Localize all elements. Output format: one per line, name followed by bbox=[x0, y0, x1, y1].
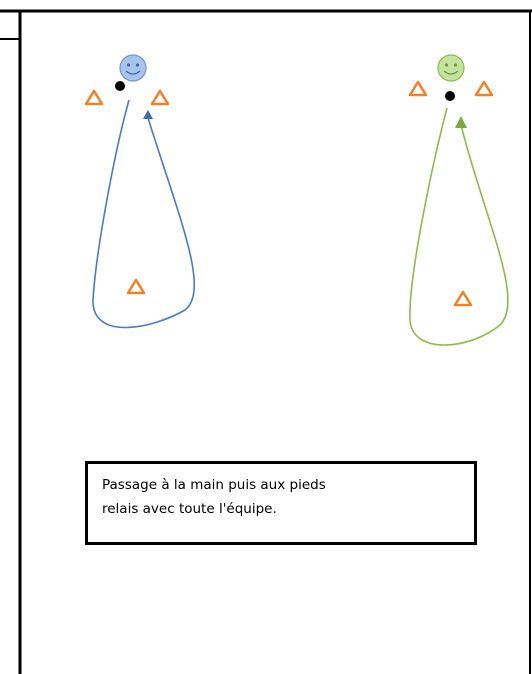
right-cone-icon-3 bbox=[453, 290, 473, 307]
left-ball-icon bbox=[115, 81, 125, 91]
page-frame bbox=[0, 9, 532, 674]
right-cone-icon-1 bbox=[408, 80, 428, 97]
right-cone-icon-2 bbox=[474, 80, 494, 97]
right-ball-icon bbox=[445, 91, 455, 101]
right-arrowhead-icon bbox=[455, 116, 467, 128]
left-team-group bbox=[84, 54, 196, 329]
left-arrowhead-icon bbox=[143, 110, 153, 119]
note-line-1: Passage à la main puis aux pieds bbox=[102, 477, 326, 493]
right-team-group bbox=[408, 54, 509, 346]
instruction-note: Passage à la main puis aux pieds relais … bbox=[85, 461, 477, 545]
left-cone-icon-2 bbox=[150, 89, 170, 106]
right-player-icon bbox=[437, 54, 465, 82]
left-team-path bbox=[92, 99, 196, 329]
left-cone-icon-1 bbox=[84, 89, 104, 106]
note-line-2: relais avec toute l'équipe. bbox=[102, 501, 277, 517]
right-team-path bbox=[409, 107, 509, 346]
left-cone-icon-3 bbox=[126, 278, 146, 295]
left-player-icon bbox=[119, 54, 147, 82]
